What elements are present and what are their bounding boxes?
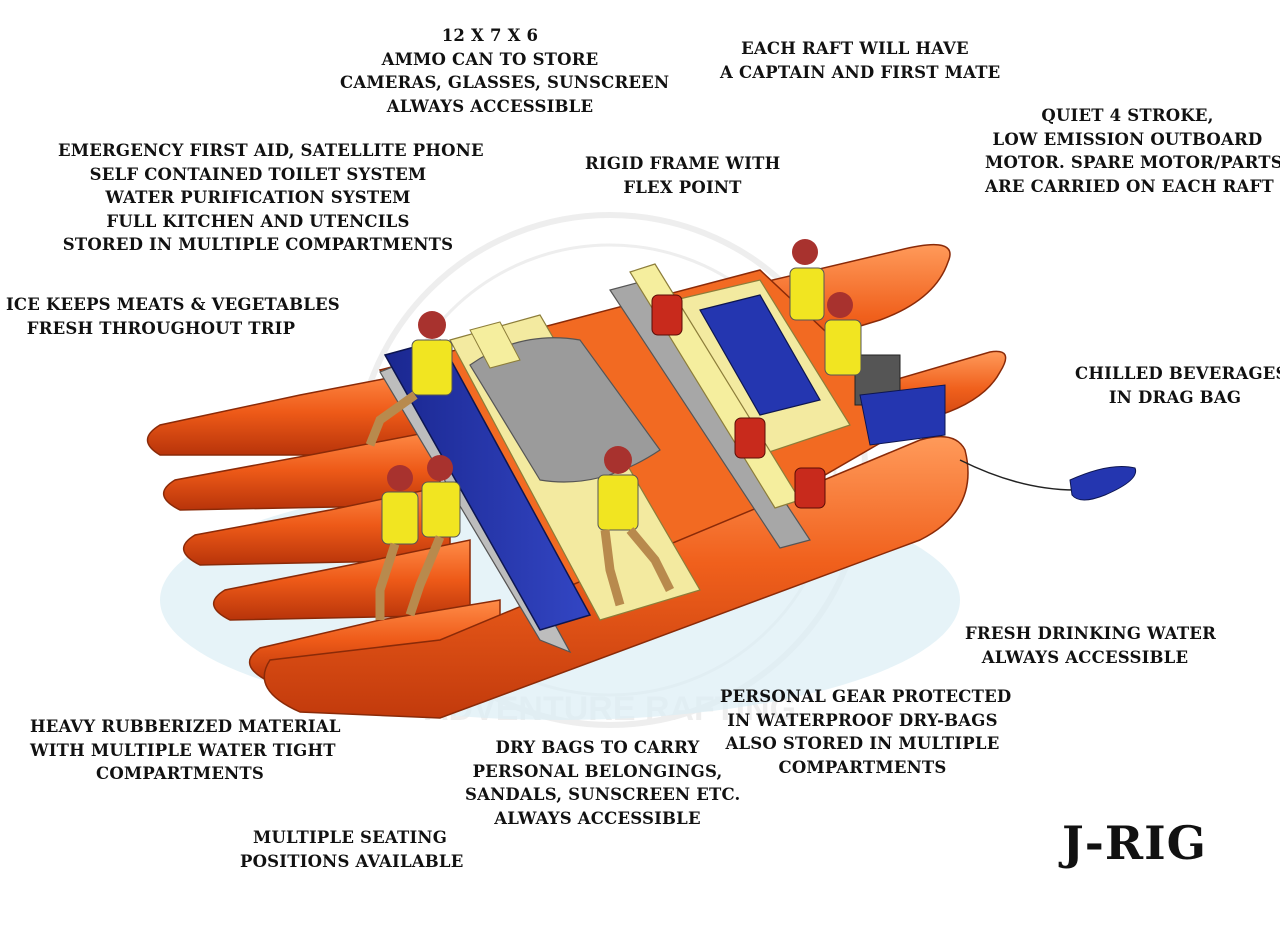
person-6 — [824, 292, 862, 376]
ammo-cans — [651, 294, 826, 509]
passengers — [365, 239, 862, 620]
outboard-motor — [854, 354, 946, 446]
person-5 — [789, 239, 825, 321]
diagram-title: J-RIG — [1062, 816, 1207, 870]
person-1 — [365, 311, 453, 447]
person-4 — [597, 446, 675, 607]
drag-bag — [959, 459, 1137, 501]
person-2 — [375, 465, 419, 620]
person-3 — [405, 455, 461, 617]
